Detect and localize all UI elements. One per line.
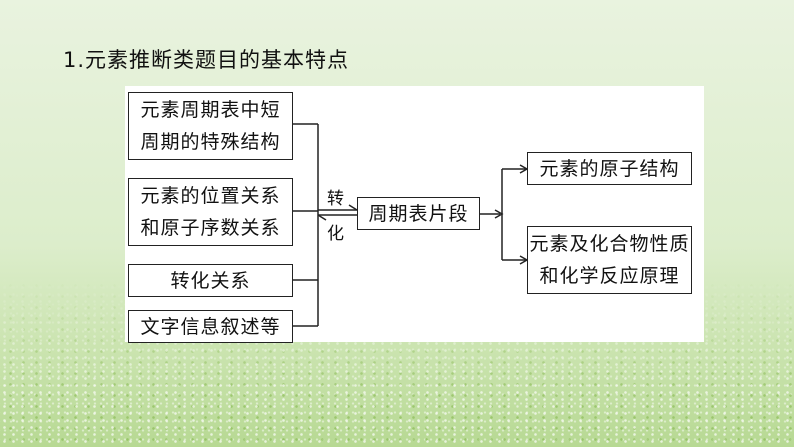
box-line: 和化学反应原理: [539, 265, 680, 287]
page-title: 1.元素推断类题目的基本特点: [63, 48, 350, 72]
box-line: 和原子序数关系: [140, 217, 281, 239]
box-line: 元素及化合物性质: [529, 233, 690, 255]
center-box-periodic-fragment: 周期表片段: [357, 197, 480, 230]
box-line: 转化关系: [170, 270, 251, 292]
box-line: 周期的特殊结构: [140, 131, 281, 153]
box-line: 元素的原子结构: [539, 158, 680, 180]
box-line: 文字信息叙述等: [140, 316, 281, 338]
box-line: 元素周期表中短: [140, 99, 281, 121]
box-line: 元素的位置关系: [140, 185, 281, 207]
output-box-atomic-structure: 元素的原子结构: [527, 152, 692, 185]
input-box-text-info: 文字信息叙述等: [128, 310, 293, 343]
input-box-periodic-structure: 元素周期表中短 周期的特殊结构: [128, 92, 293, 160]
input-box-conversion: 转化关系: [128, 264, 293, 297]
input-box-position-relation: 元素的位置关系 和原子序数关系: [128, 178, 293, 246]
output-box-properties: 元素及化合物性质 和化学反应原理: [527, 226, 692, 294]
conversion-label-top: 转: [327, 189, 344, 209]
box-line: 周期表片段: [368, 203, 469, 225]
conversion-label-bottom: 化: [327, 224, 344, 244]
